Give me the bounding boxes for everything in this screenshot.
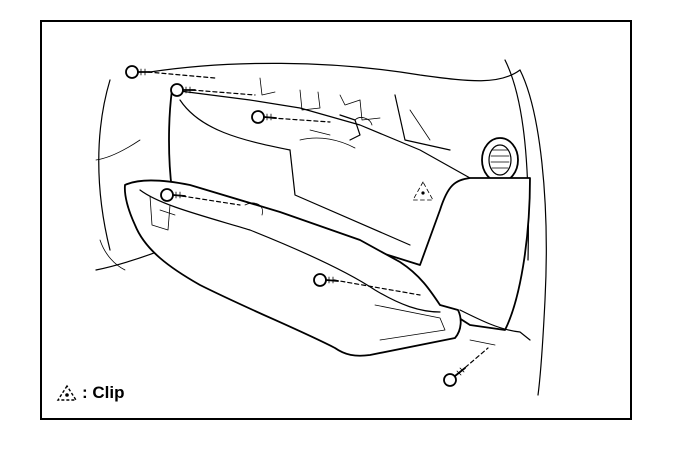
air-vent [481,137,519,183]
screw-top-center [170,83,256,97]
screw-bottom-right [443,347,489,387]
diagram-frame [40,20,632,420]
lower-trim-panel [123,179,531,357]
legend: : Clip [56,383,125,403]
screw-upper-middle [251,110,331,124]
dashboard-upper-panel [149,59,547,396]
clip-marker [412,181,434,201]
screw-lower-center [313,273,421,296]
screw-left-panel [160,188,241,206]
screw-top-left [125,65,216,79]
legend-label: : Clip [82,383,125,402]
clip-icon [56,384,78,401]
